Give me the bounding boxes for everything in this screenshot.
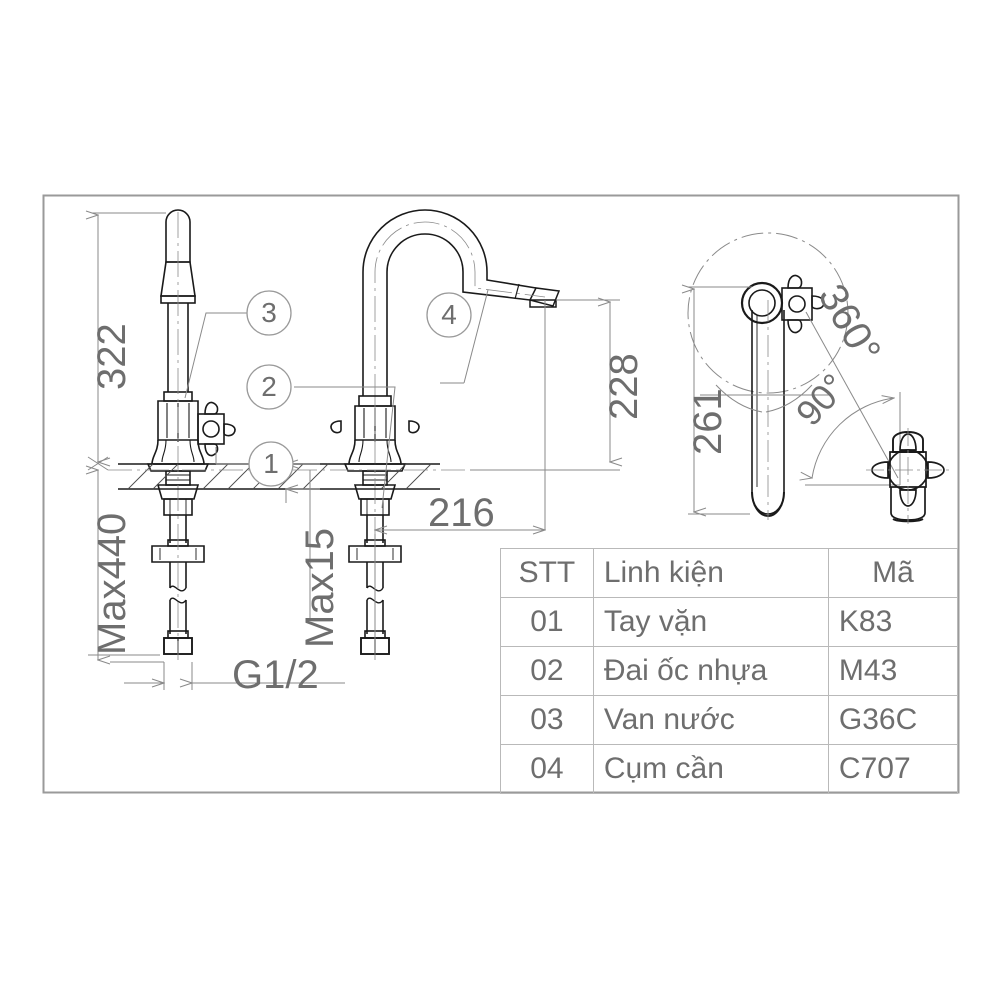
dim-label-261: 261 <box>686 388 730 455</box>
parts-table: STT Linh kiện Mã 01 Tay vặn K83 02 Đai ố… <box>500 548 959 794</box>
balloon-circle-1 <box>248 441 294 487</box>
arc-90 <box>812 398 894 478</box>
row-stt: 01 <box>500 597 594 647</box>
row-code: K83 <box>827 597 959 647</box>
top-view-swivel <box>687 232 849 520</box>
dim-label-216: 216 <box>428 491 495 535</box>
balloon-leaders <box>184 289 489 509</box>
row-stt: 02 <box>500 646 594 696</box>
dimension-261 <box>688 287 752 514</box>
balloon-label-3: 3 <box>261 297 277 328</box>
dim-label-228: 228 <box>602 353 646 420</box>
row-name: Van nước <box>592 695 829 745</box>
dim-label-max15: Max15 <box>298 527 342 648</box>
balloon-label-2: 2 <box>261 371 277 402</box>
row-code: G36C <box>827 695 959 745</box>
balloon-circle-2 <box>246 364 292 410</box>
row-code: C707 <box>827 744 959 794</box>
cross-handle-plan-view <box>866 428 950 524</box>
row-code: M43 <box>827 646 959 696</box>
table-row: 02 Đai ốc nhựa M43 <box>500 646 959 696</box>
balloon-circles <box>246 290 472 487</box>
table-header-code: Mã <box>827 548 959 598</box>
dim-label-max440: Max440 <box>90 512 134 655</box>
row-name: Đai ốc nhựa <box>592 646 829 696</box>
dim-label-g12: G1/2 <box>232 653 319 697</box>
balloon-circle-4 <box>426 292 472 338</box>
table-row: 01 Tay vặn K83 <box>500 597 959 647</box>
table-header-stt: STT <box>500 548 594 598</box>
balloon-label-1: 1 <box>263 448 279 479</box>
leader-360 <box>805 311 899 479</box>
leader-2 <box>294 386 396 509</box>
balloon-circle-3 <box>246 290 292 336</box>
dim-label-322: 322 <box>90 323 134 390</box>
rotation-90-group <box>805 311 901 486</box>
table-row: 03 Van nước G36C <box>500 695 959 745</box>
row-name: Cụm cần <box>592 744 829 794</box>
balloon-label-4: 4 <box>441 299 457 330</box>
leader-4 <box>463 289 489 384</box>
left-faucet-assembly <box>146 209 236 660</box>
row-stt: 03 <box>500 695 594 745</box>
table-header-row: STT Linh kiện Mã <box>500 548 959 598</box>
dimension-lines <box>88 213 620 690</box>
row-stt: 04 <box>500 744 594 794</box>
leader-3 <box>184 312 247 399</box>
row-name: Tay vặn <box>592 597 829 647</box>
table-row: 04 Cụm cần C707 <box>500 744 959 794</box>
table-header-name: Linh kiện <box>592 548 829 598</box>
